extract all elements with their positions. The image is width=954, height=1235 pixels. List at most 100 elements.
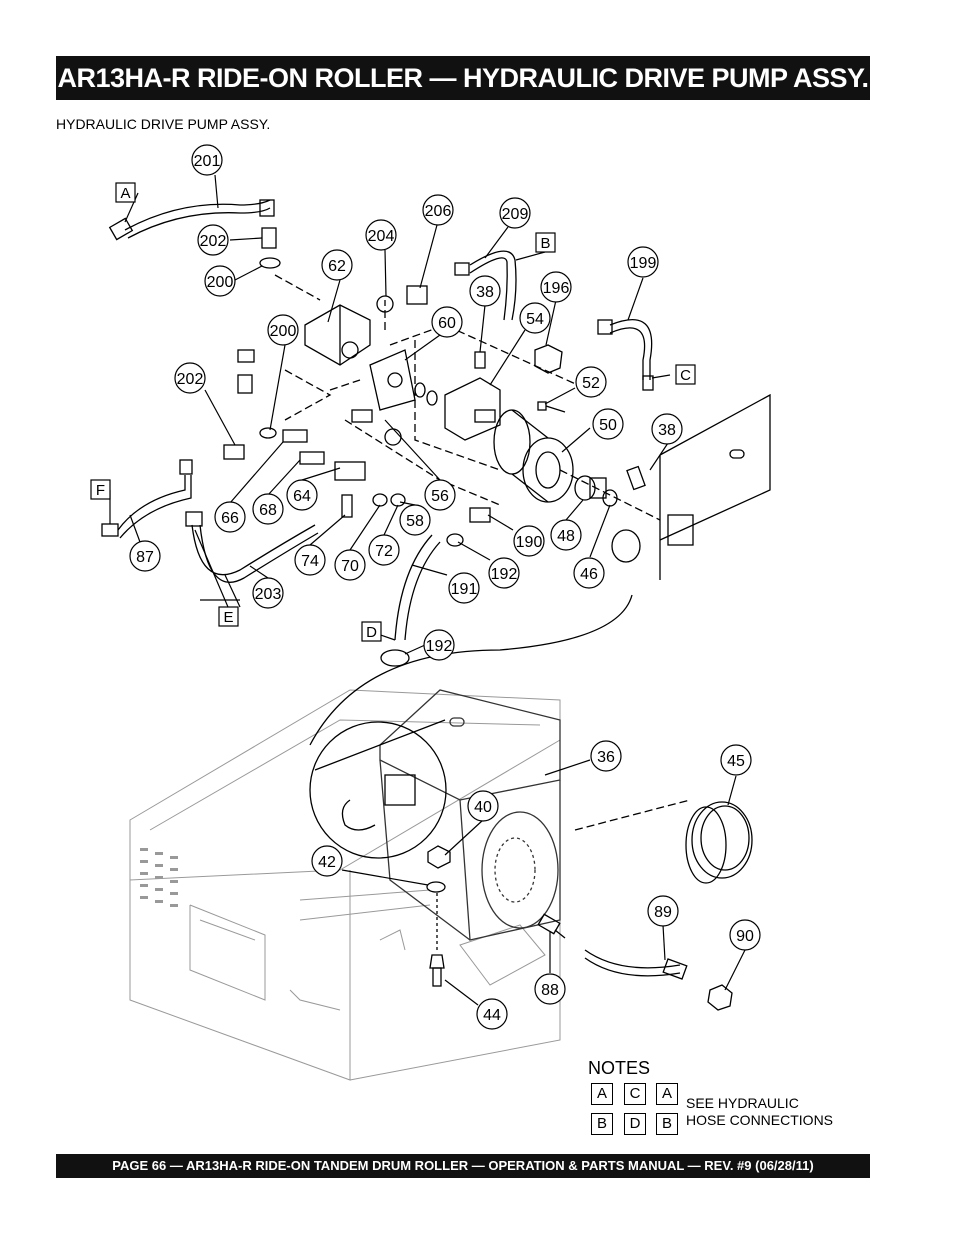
callout-circle: 64 bbox=[286, 479, 318, 511]
callout-circle: 36 bbox=[590, 740, 622, 772]
callout-circle: 202 bbox=[174, 362, 206, 394]
pump-housing bbox=[379, 689, 561, 941]
svg-text:202: 202 bbox=[200, 233, 227, 250]
svg-text:202: 202 bbox=[177, 371, 204, 388]
svg-text:66: 66 bbox=[221, 510, 239, 527]
notes-title: NOTES bbox=[588, 1058, 651, 1078]
callout-circle: 202 bbox=[197, 224, 229, 256]
svg-text:192: 192 bbox=[426, 638, 453, 655]
callout-circle: 62 bbox=[321, 249, 353, 281]
callout-circle: 206 bbox=[422, 194, 454, 226]
svg-text:48: 48 bbox=[557, 528, 575, 545]
svg-text:58: 58 bbox=[406, 513, 424, 530]
svg-text:38: 38 bbox=[476, 284, 494, 301]
callout-circle: 52 bbox=[575, 366, 607, 398]
svg-text:A: A bbox=[120, 185, 130, 202]
svg-text:45: 45 bbox=[727, 753, 745, 770]
callout-circle: 72 bbox=[368, 534, 400, 566]
callout-circle: 192 bbox=[423, 629, 455, 661]
callout-circle: 88 bbox=[534, 973, 566, 1005]
seal-ring bbox=[685, 801, 753, 884]
section-subtitle: HYDRAULIC DRIVE PUMP ASSY. bbox=[56, 116, 271, 132]
svg-text:54: 54 bbox=[526, 311, 544, 328]
note-tag: B bbox=[656, 1113, 678, 1135]
callout-circle: 74 bbox=[294, 544, 326, 576]
svg-text:203: 203 bbox=[255, 586, 282, 603]
callout-circle: 42 bbox=[311, 845, 343, 877]
notes-line: SEE HYDRAULIC bbox=[686, 1095, 799, 1111]
svg-text:46: 46 bbox=[580, 566, 598, 583]
callout-circle: 87 bbox=[129, 540, 161, 572]
callout-list: 201 202 200 204 206 209 62 38 196 199 20… bbox=[129, 144, 761, 1030]
callout-circle: 58 bbox=[399, 504, 431, 536]
callout-circle: 209 bbox=[499, 197, 531, 229]
svg-text:88: 88 bbox=[541, 982, 559, 999]
callout-circle: 48 bbox=[550, 519, 582, 551]
machine-frame bbox=[129, 689, 561, 1081]
svg-text:40: 40 bbox=[474, 799, 492, 816]
callout-circle: 204 bbox=[365, 219, 397, 251]
hose-tag-box: E bbox=[218, 606, 239, 627]
svg-text:74: 74 bbox=[301, 553, 319, 570]
callout-circle: 66 bbox=[214, 501, 246, 533]
callout-circle: 46 bbox=[573, 557, 605, 589]
callout-circle: 38 bbox=[469, 275, 501, 307]
svg-text:199: 199 bbox=[630, 255, 657, 272]
notes-line: HOSE CONNECTIONS bbox=[686, 1112, 834, 1128]
svg-text:200: 200 bbox=[270, 323, 297, 340]
callout-circle: 201 bbox=[191, 144, 223, 176]
svg-text:191: 191 bbox=[451, 581, 478, 598]
svg-text:200: 200 bbox=[207, 274, 234, 291]
svg-text:64: 64 bbox=[293, 488, 311, 505]
svg-text:36: 36 bbox=[597, 749, 615, 766]
svg-text:209: 209 bbox=[502, 206, 529, 223]
svg-text:44: 44 bbox=[483, 1007, 501, 1024]
note-tag: D bbox=[624, 1113, 646, 1135]
svg-text:72: 72 bbox=[375, 543, 393, 560]
hose-tag-box: F bbox=[90, 479, 111, 500]
svg-text:192: 192 bbox=[491, 566, 518, 583]
svg-text:38: 38 bbox=[658, 422, 676, 439]
letter-tags: A B C F E D bbox=[90, 182, 696, 642]
svg-text:90: 90 bbox=[736, 928, 754, 945]
svg-text:70: 70 bbox=[341, 558, 359, 575]
svg-text:206: 206 bbox=[425, 203, 452, 220]
callout-circle: 44 bbox=[476, 998, 508, 1030]
svg-text:201: 201 bbox=[194, 153, 221, 170]
callout-circle: 199 bbox=[627, 246, 659, 278]
callout-circle: 203 bbox=[252, 577, 284, 609]
svg-text:89: 89 bbox=[654, 904, 672, 921]
callout-circle: 90 bbox=[729, 919, 761, 951]
svg-text:50: 50 bbox=[599, 417, 617, 434]
callout-circle: 45 bbox=[720, 744, 752, 776]
svg-text:204: 204 bbox=[368, 228, 395, 245]
callout-circle: 70 bbox=[334, 549, 366, 581]
callout-circle: 56 bbox=[424, 479, 456, 511]
svg-text:F: F bbox=[96, 482, 105, 499]
callout-circle: 54 bbox=[519, 302, 551, 334]
svg-text:B: B bbox=[540, 235, 550, 252]
callout-circle: 192 bbox=[488, 557, 520, 589]
note-tag: A bbox=[656, 1083, 678, 1105]
svg-text:60: 60 bbox=[438, 315, 456, 332]
callout-circle: 190 bbox=[513, 525, 545, 557]
svg-text:D: D bbox=[366, 624, 377, 641]
callout-circle: 40 bbox=[467, 790, 499, 822]
svg-text:62: 62 bbox=[328, 258, 346, 275]
svg-text:87: 87 bbox=[136, 549, 154, 566]
callout-circle: 200 bbox=[267, 314, 299, 346]
callout-circle: 60 bbox=[431, 306, 463, 338]
svg-text:196: 196 bbox=[543, 280, 570, 297]
callout-circle: 196 bbox=[540, 271, 572, 303]
callout-circle: 191 bbox=[448, 572, 480, 604]
callout-circle: 89 bbox=[647, 895, 679, 927]
callout-circle: 200 bbox=[204, 265, 236, 297]
note-tag: C bbox=[624, 1083, 646, 1105]
hose-tag-box: B bbox=[535, 232, 556, 253]
hose-tag-box: D bbox=[361, 621, 382, 642]
svg-text:56: 56 bbox=[431, 488, 449, 505]
note-tag: B bbox=[591, 1113, 613, 1135]
hose-tag-box: A bbox=[115, 182, 136, 203]
page-footer: PAGE 66 — AR13HA-R RIDE-ON TANDEM DRUM R… bbox=[56, 1154, 870, 1178]
